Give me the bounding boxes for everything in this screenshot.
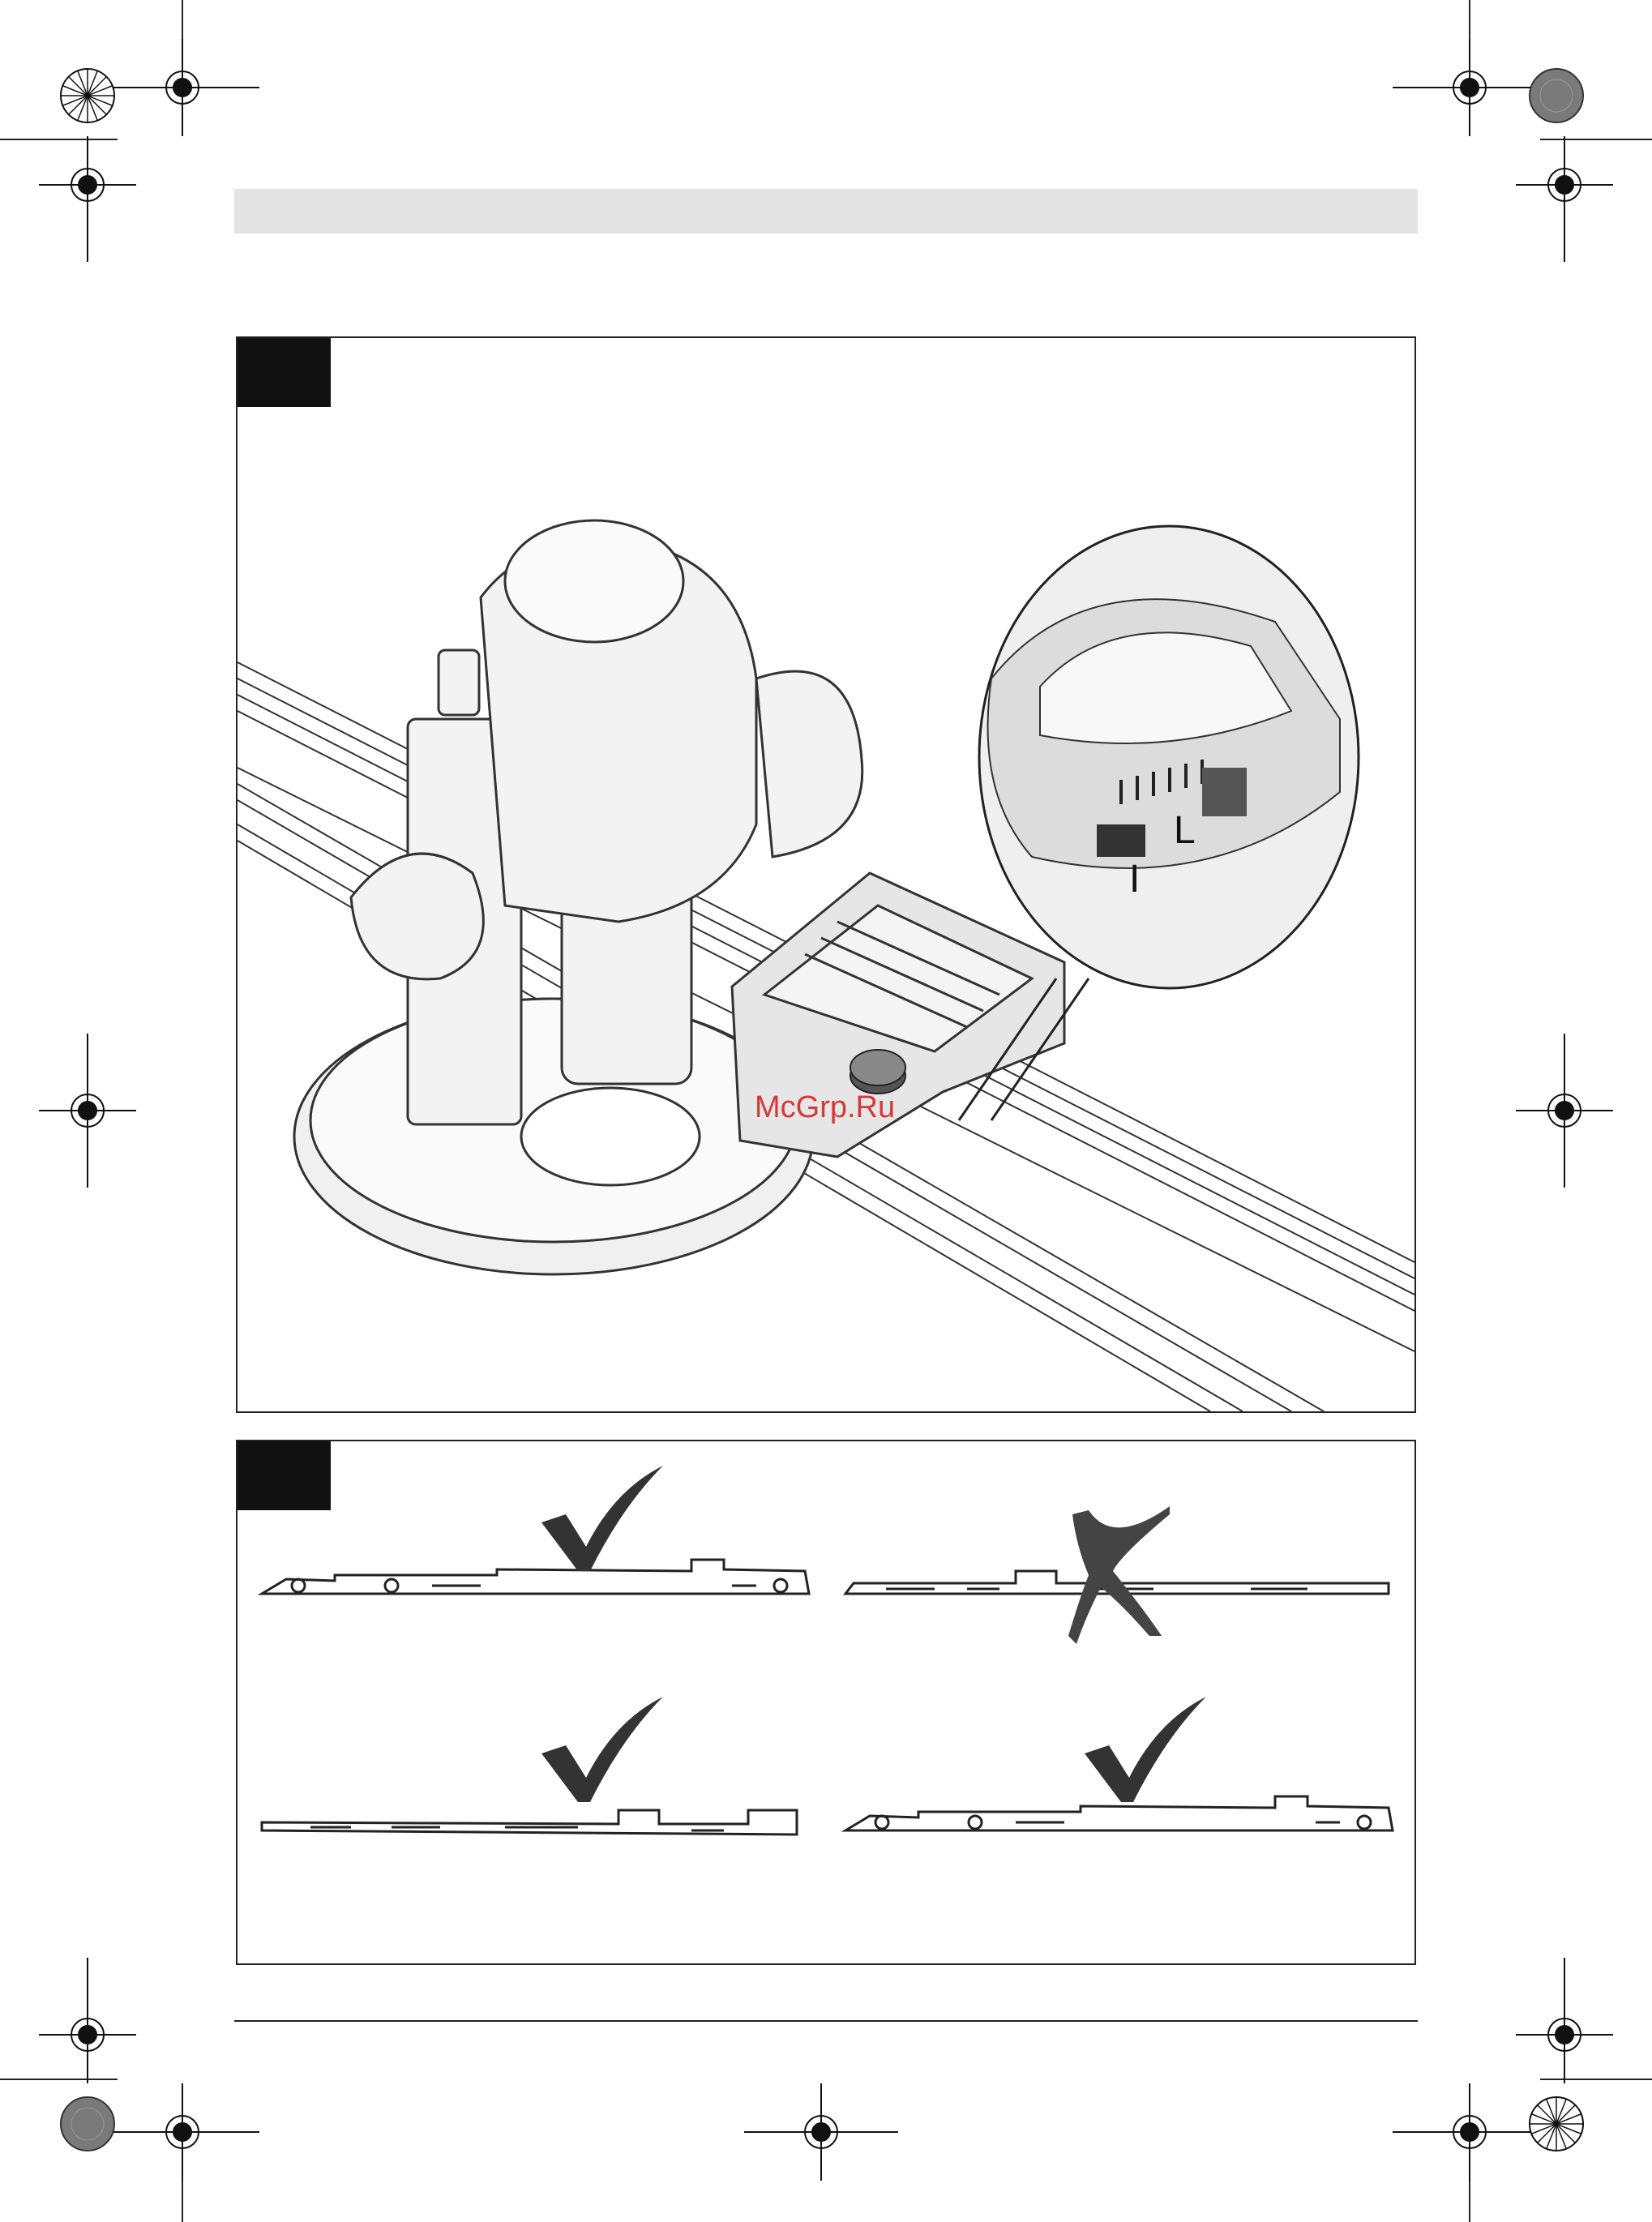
header-bar <box>234 189 1418 233</box>
corner-grey-disc-bottom-left <box>61 2097 114 2151</box>
registration-target <box>1393 39 1547 136</box>
watermark-text: McGrp.Ru <box>755 1090 895 1125</box>
detail-callout <box>959 526 1359 1120</box>
adjusting-knob <box>850 1050 905 1094</box>
corner-grey-disc-top-right <box>1530 69 1583 122</box>
registration-target <box>39 136 136 262</box>
callout-letter-l: L <box>1174 808 1196 853</box>
registration-target <box>39 1958 136 2083</box>
rail-profile-4 <box>845 1796 1393 1830</box>
profiles-illustration <box>238 1441 1414 1963</box>
registration-target <box>1393 2083 1547 2181</box>
registration-target <box>105 2083 259 2181</box>
figure-panel-router: L I McGrp.Ru <box>236 336 1416 1413</box>
callout-letter-i: I <box>1129 857 1140 901</box>
corner-star-target-bottom-right <box>1530 2097 1583 2151</box>
registration-target <box>744 2083 898 2181</box>
registration-target <box>105 39 259 136</box>
registration-target <box>39 1034 136 1188</box>
corner-star-target-top-left <box>61 69 114 122</box>
figure-panel-profiles <box>236 1440 1416 1965</box>
registration-target <box>1516 1034 1613 1188</box>
checkmark-icon <box>1085 1697 1206 1802</box>
cross-icon <box>1068 1506 1170 1644</box>
registration-target <box>1516 136 1613 262</box>
rail-profile-1 <box>262 1560 809 1594</box>
checkmark-icon <box>541 1466 663 1571</box>
registration-target <box>1516 1958 1613 2083</box>
rail-profile-3 <box>262 1810 797 1835</box>
router-illustration <box>238 338 1414 1411</box>
checkmark-icon <box>541 1697 663 1802</box>
